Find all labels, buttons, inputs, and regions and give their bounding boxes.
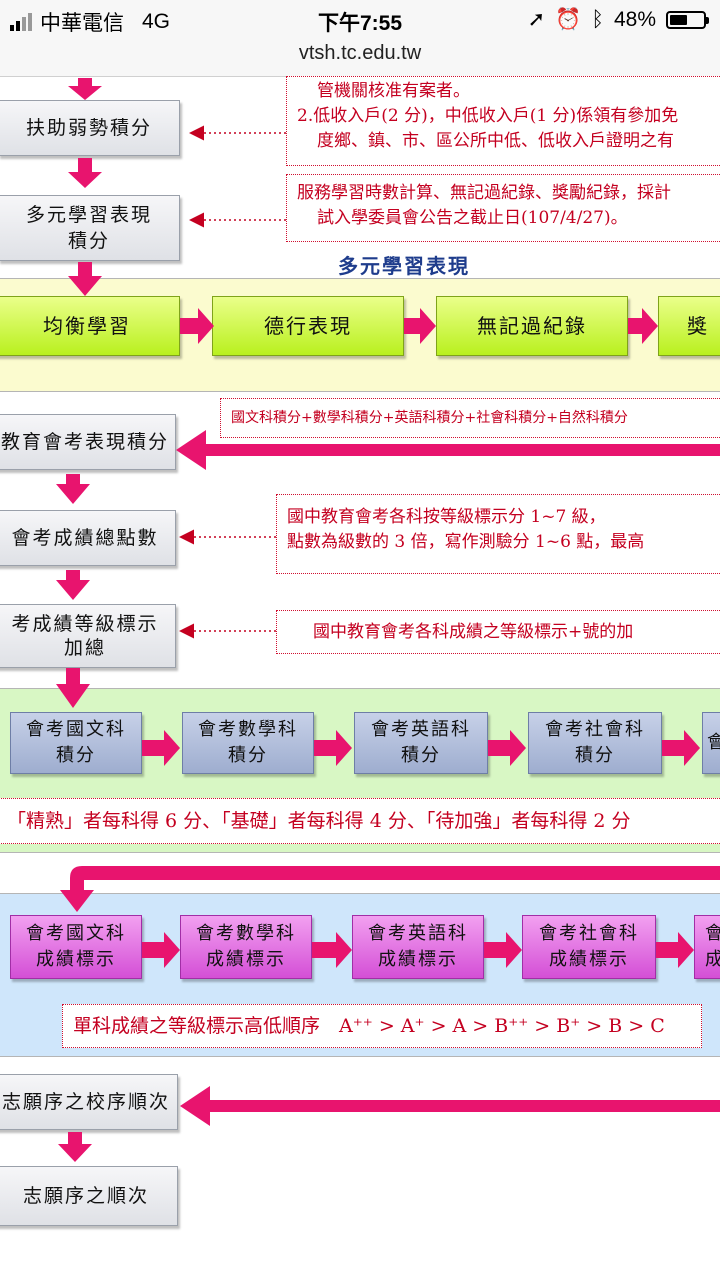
exam-score-box: 教育會考表現積分 — [0, 414, 176, 470]
school-order-label: 志願序之校序順次 — [1, 1091, 170, 1113]
url-bar[interactable]: vtsh.tc.edu.tw — [0, 38, 720, 77]
order-box: 志願序之順次 — [0, 1166, 178, 1226]
bluetooth-icon: ᛒ — [591, 7, 604, 31]
chinese-score-box: 會考國文科 積分 — [10, 712, 142, 774]
award-box: 獎 — [658, 296, 720, 356]
balanced-learning-box: 均衡學習 — [0, 296, 180, 356]
math-grade-box: 會考數學科 成績標示 — [180, 915, 312, 979]
magenta-label: 會 成 — [705, 923, 720, 970]
location-icon: ➚ — [527, 8, 546, 31]
disadvantaged-label: 扶助弱勢積分 — [25, 117, 152, 139]
down-arrow — [68, 158, 102, 188]
down-arrow — [68, 78, 102, 100]
exam-total-box: 會考成績總點數 — [0, 510, 176, 566]
diverse-box: 多元學習表現 積分 — [0, 195, 180, 261]
down-arrow — [56, 474, 90, 504]
order-text: 單科成績之等級標示高低順序 A⁺⁺ > A⁺ > A > B⁺⁺ > B⁺ > … — [73, 1015, 665, 1037]
blue-label: 會考社會科 積分 — [545, 719, 645, 766]
service-note: 服務學習時數計算、無記過紀錄、獎勵紀錄，採計 試入學委員會公告之截止日(107/… — [286, 174, 720, 242]
network-label: 4G — [142, 10, 171, 33]
diverse-title: 多元學習表現 — [338, 254, 470, 278]
url-text: vtsh.tc.edu.tw — [298, 42, 422, 64]
subjects-text: 國文科積分+數學科積分+英語科積分+社會科積分+自然科積分 — [231, 410, 628, 426]
levels-note: 國中教育會考各科按等級標示分 1~7 級， 點數為級數的 3 倍，寫作測驗分 1… — [276, 494, 720, 574]
green-label: 德行表現 — [264, 314, 352, 338]
green-label: 均衡學習 — [43, 314, 131, 338]
grade-note-text: 國中教育會考各科成績之等級標示+號的加 — [313, 622, 634, 642]
signal-icon — [10, 13, 32, 31]
conduct-box: 德行表現 — [212, 296, 404, 356]
no-demerit-box: 無記過紀錄 — [436, 296, 628, 356]
english-score-box: 會考英語科 積分 — [354, 712, 488, 774]
down-arrow — [56, 570, 90, 600]
order-label: 志願序之順次 — [22, 1185, 149, 1207]
social-grade-box: 會考社會科 成績標示 — [522, 915, 656, 979]
disadvantaged-box: 扶助弱勢積分 — [0, 100, 180, 156]
note-line: 管機關核准有案者。 — [317, 81, 470, 101]
subjects-note: 國文科積分+數學科積分+英語科積分+社會科積分+自然科積分 — [220, 398, 720, 438]
note-line: 2.低收入戶(2 分)，中低收入戶(1 分)係領有參加免 — [297, 106, 679, 126]
social-score-box: 會考社會科 積分 — [528, 712, 662, 774]
grade-note: 國中教育會考各科成績之等級標示+號的加 — [276, 610, 720, 654]
blue-label: 會 — [707, 732, 720, 753]
math-score-box: 會考數學科 積分 — [182, 712, 314, 774]
magenta-label: 會考數學科 成績標示 — [196, 923, 296, 970]
left-long-arrow — [180, 1086, 720, 1126]
exam-grade-box: 考成績等級標示 加總 — [0, 604, 176, 668]
green-label: 獎 — [687, 314, 709, 338]
chinese-grade-box: 會考國文科 成績標示 — [10, 915, 142, 979]
battery-icon — [666, 10, 709, 29]
alarm-icon: ⏰ — [555, 7, 582, 31]
blue-label: 會考國文科 積分 — [26, 719, 126, 766]
order-note: 單科成績之等級標示高低順序 A⁺⁺ > A⁺ > A > B⁺⁺ > B⁺ > … — [62, 1004, 702, 1048]
down-arrow — [58, 1132, 92, 1162]
note-line: 國中教育會考各科按等級標示分 1~7 級， — [287, 507, 606, 527]
scores-note: 「精熟」者每科得 6 分、「基礎」者每科得 4 分、「待加強」者每科得 2 分 — [0, 798, 720, 844]
status-bar: 中華電信 4G 下午7:55 ➚ ⏰ ᛒ 48% — [0, 0, 720, 38]
blue-label: 會考英語科 積分 — [371, 719, 471, 766]
exam-score-label: 教育會考表現積分 — [0, 431, 169, 453]
carrier-label: 中華電信 — [40, 12, 124, 35]
note-line: 度鄉、鎮、市、區公所中低、低收入戶證明之有 — [317, 131, 674, 151]
clock: 下午7:55 — [317, 12, 403, 35]
note-line: 服務學習時數計算、無記過紀錄、獎勵紀錄，採計 — [297, 183, 671, 203]
science-score-box: 會 — [702, 712, 720, 774]
magenta-label: 會考國文科 成績標示 — [26, 923, 126, 970]
blue-label: 會考數學科 積分 — [198, 719, 298, 766]
school-order-box: 志願序之校序順次 — [0, 1074, 178, 1130]
green-label: 無記過紀錄 — [477, 314, 587, 338]
scores-text: 「精熟」者每科得 6 分、「基礎」者每科得 4 分、「待加強」者每科得 2 分 — [7, 810, 631, 832]
science-grade-box: 會 成 — [694, 915, 720, 979]
exam-grade-label: 考成績等級標示 加總 — [11, 613, 159, 659]
note-line: 試入學委員會公告之截止日(107/4/27)。 — [317, 208, 628, 228]
exam-total-label: 會考成績總點數 — [11, 527, 159, 549]
note-line: 點數為級數的 3 倍，寫作測驗分 1~6 點，最高 — [287, 532, 645, 552]
diverse-label: 多元學習表現 積分 — [25, 204, 152, 252]
disadvantaged-note: 管機關核准有案者。 2.低收入戶(2 分)，中低收入戶(1 分)係領有參加免 度… — [286, 76, 720, 166]
magenta-label: 會考社會科 成績標示 — [539, 923, 639, 970]
battery-percent: 48% — [613, 7, 656, 31]
magenta-label: 會考英語科 成績標示 — [368, 923, 468, 970]
english-grade-box: 會考英語科 成績標示 — [352, 915, 484, 979]
